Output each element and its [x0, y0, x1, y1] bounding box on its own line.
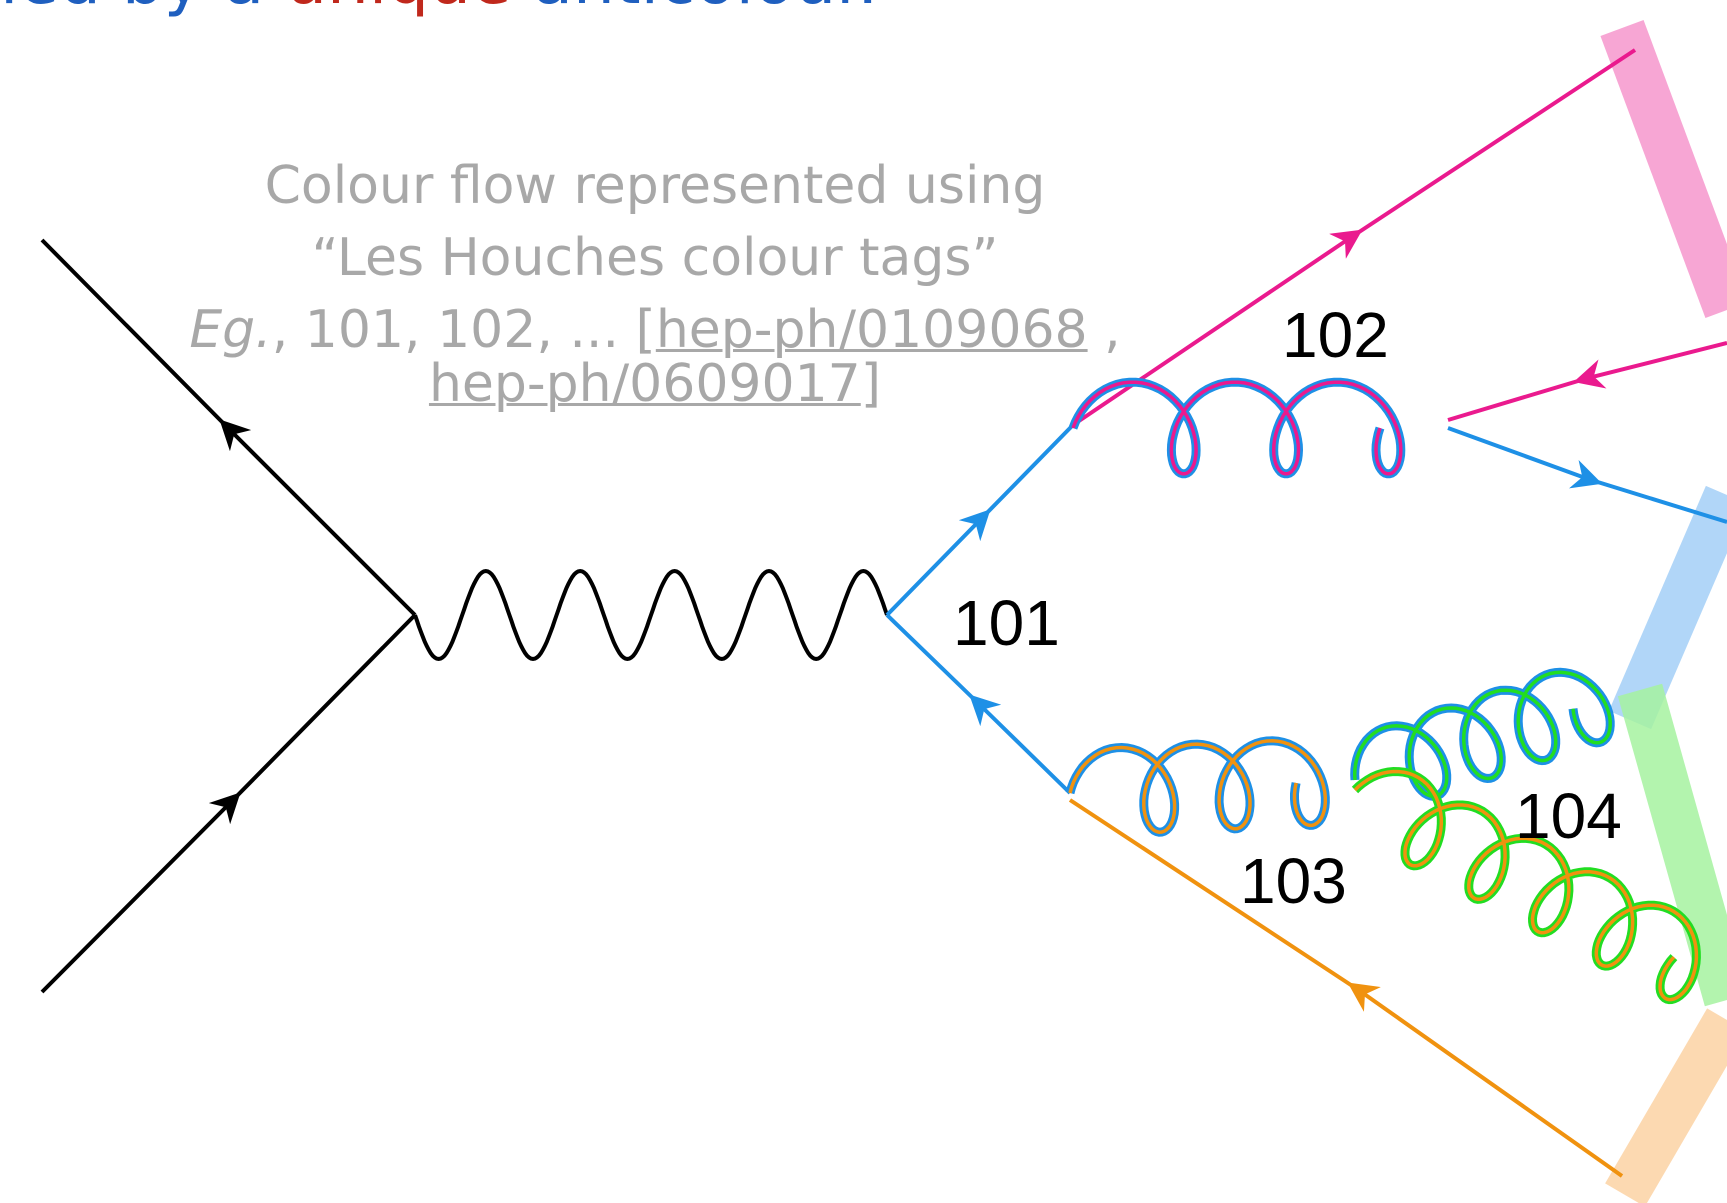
closing-bracket: ] [860, 354, 882, 414]
outgoing-quark-line [885, 423, 1075, 617]
band-blue [1608, 485, 1727, 730]
band-orange [1605, 1008, 1727, 1203]
reference-separator: , [1087, 300, 1121, 360]
blue-quark-line [1447, 426, 1727, 524]
tag-label-102: 102 [1282, 299, 1389, 371]
gluon-102-pink [1071, 380, 1403, 476]
branch-103-104 [1065, 667, 1701, 1178]
pink-quark-line [1071, 48, 1637, 427]
gluon-104-green [1352, 670, 1612, 799]
note-line-2: “Les Houches colour tags” [311, 228, 999, 288]
reference-link-1[interactable]: hep-ph/0109068 [655, 300, 1088, 360]
heading-text: ied by a [0, 0, 285, 19]
quark-pair-101 [885, 423, 1075, 795]
slide-heading: ied by a unique anticolour. [0, 0, 878, 14]
colour-bands [1600, 19, 1727, 1203]
pink-antiquark-line [1447, 341, 1727, 422]
quark-line [40, 613, 417, 994]
note-line-4: hep-ph/0609017] [180, 348, 1130, 420]
incoming-fermions [40, 238, 417, 994]
gluon-103-orange [1068, 739, 1328, 834]
tag-label-101: 101 [953, 587, 1060, 659]
colour-tag-note: Colour flow represented using “Les Houch… [180, 150, 1130, 420]
band-green [1617, 683, 1727, 1007]
outgoing-antiquark-line [885, 613, 1072, 795]
gluon-103b-orange [1353, 769, 1699, 1002]
heading-highlight: unique [285, 0, 511, 19]
example-prefix: Eg. [189, 300, 272, 360]
tag-label-104: 104 [1515, 780, 1622, 852]
antiquark-line [40, 238, 417, 617]
photon-propagator [413, 568, 889, 662]
heading-text-end: anticolour. [512, 0, 878, 19]
tag-label-103: 103 [1240, 845, 1347, 917]
band-pink [1600, 19, 1727, 319]
gluon-102-blue [1068, 377, 1406, 479]
reference-link-2[interactable]: hep-ph/0609017 [428, 354, 861, 414]
note-line-1: Colour flow represented using [264, 156, 1046, 216]
gluon-103-blue [1065, 736, 1330, 837]
branch-102 [1068, 48, 1727, 524]
example-values: , 101, 102, ... [ [271, 300, 656, 360]
orange-quark-line [1068, 798, 1624, 1178]
note-line-3: Eg., 101, 102, ... [hep-ph/0109068 , [180, 294, 1130, 366]
